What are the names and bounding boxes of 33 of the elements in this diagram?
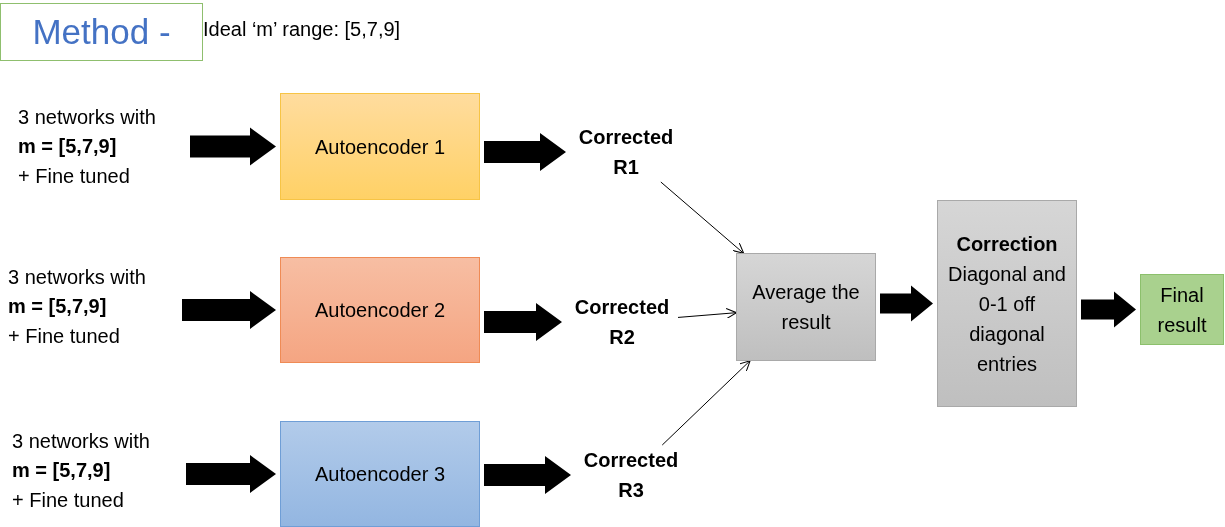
block-arrow (182, 291, 276, 329)
note-text: Ideal ‘m’ range: [5,7,9] (203, 18, 401, 41)
autoencoder-box (280, 421, 480, 527)
input-description: 3 networks with m = [5,7,9] + Fine tuned (18, 102, 186, 192)
arrow (677, 308, 737, 319)
result-box (1140, 274, 1224, 345)
box-heading: Correction (955, 231, 1059, 257)
box-text: Autoencoder 2 (313, 298, 447, 323)
arrow (660, 181, 745, 254)
box-text: Autoencoder 1 (313, 134, 447, 160)
autoencoder-box (280, 257, 480, 363)
output-label: Corrected R1 (570, 122, 682, 182)
title-box (0, 3, 203, 61)
box-body-text: Diagonal and 0-1 off diagonal entries (947, 261, 1067, 377)
input-description: 3 networks with m = [5,7,9] + Fine tuned (12, 426, 182, 516)
block-arrow (484, 303, 562, 341)
box-text: Autoencoder 3 (313, 462, 447, 487)
block-arrow (190, 127, 276, 166)
title-text: Method - (32, 12, 171, 52)
process-box (736, 253, 876, 361)
output-label: Corrected R2 (566, 292, 678, 352)
block-arrow (484, 456, 571, 494)
block-arrow (1081, 291, 1136, 328)
process-box (937, 200, 1077, 407)
block-arrow (484, 133, 566, 171)
output-label: Corrected R3 (575, 445, 687, 505)
box-text: Average the result (751, 280, 861, 335)
block-arrow (186, 455, 276, 493)
box-text: Final result (1156, 282, 1208, 338)
block-arrow (880, 285, 933, 322)
arrow (661, 360, 751, 446)
autoencoder-box (280, 93, 480, 200)
input-description: 3 networks with m = [5,7,9] + Fine tuned (8, 262, 178, 352)
